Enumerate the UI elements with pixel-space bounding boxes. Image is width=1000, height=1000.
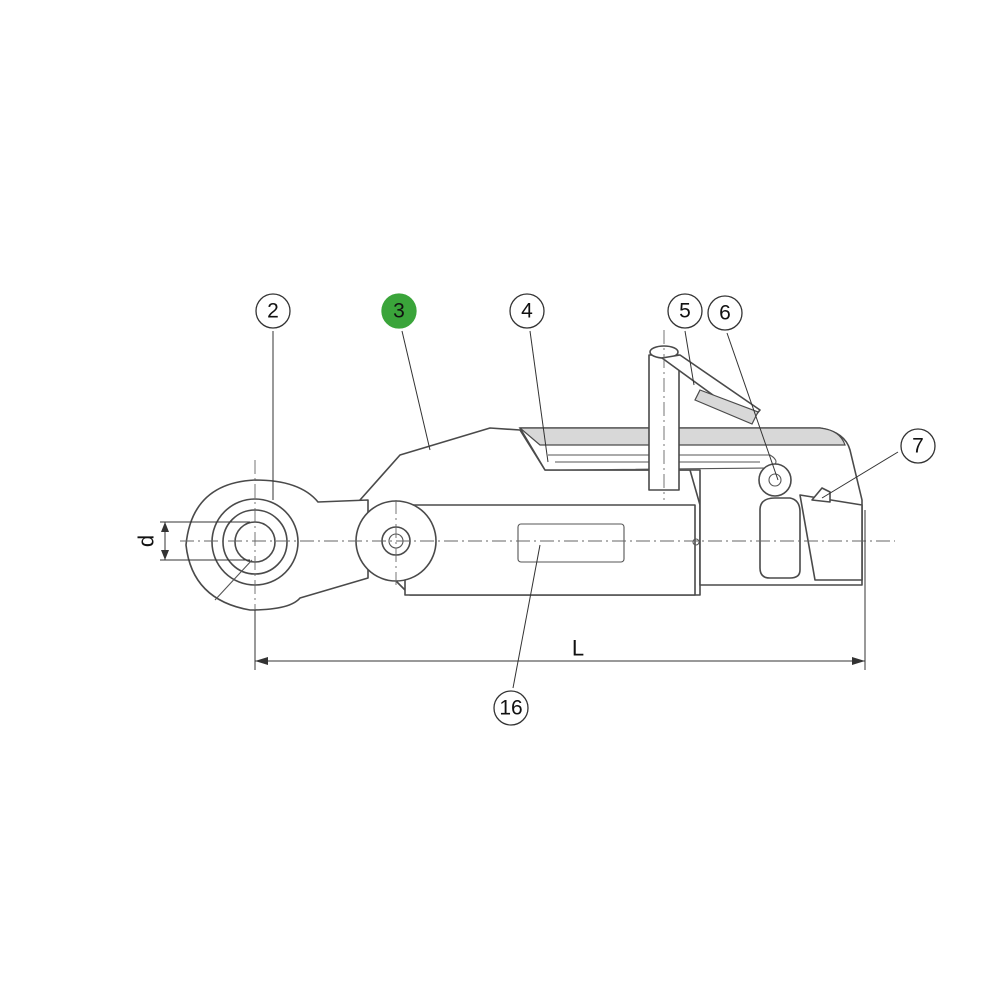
- callout-6-label: 6: [719, 302, 731, 325]
- callout-2-label: 2: [267, 300, 279, 323]
- top-link-body: [359, 427, 701, 596]
- callout-5[interactable]: 5: [667, 293, 703, 329]
- callout-3[interactable]: 3: [381, 293, 417, 329]
- latch-block: [759, 497, 801, 579]
- ball-end-link: [185, 479, 369, 611]
- leader-4: [529, 330, 549, 463]
- callout-7-label: 7: [912, 435, 924, 458]
- label-plate: [517, 523, 625, 563]
- callout-2[interactable]: 2: [255, 293, 291, 329]
- lever-post: [648, 354, 680, 491]
- leader-6: [726, 332, 779, 481]
- callout-16-label: 16: [499, 697, 522, 720]
- callout-7[interactable]: 7: [900, 428, 936, 464]
- hook-housing: [518, 427, 863, 586]
- callout-4[interactable]: 4: [509, 293, 545, 329]
- diameter-label: d: [134, 535, 159, 547]
- length-label: L: [572, 636, 584, 661]
- callout-16[interactable]: 16: [493, 690, 529, 726]
- callout-6[interactable]: 6: [707, 295, 743, 331]
- leader-16: [512, 544, 541, 689]
- grease-dot: [692, 538, 700, 546]
- leader-7: [821, 451, 899, 499]
- release-lever: [648, 345, 761, 491]
- leader-3: [401, 330, 431, 451]
- callout-5-label: 5: [679, 300, 691, 323]
- grease-nipple: [811, 487, 831, 503]
- leader-5: [684, 330, 695, 386]
- diameter-dimension: d: [134, 521, 250, 561]
- callout-4-label: 4: [521, 300, 533, 323]
- callout-3-label: 3: [393, 300, 405, 323]
- leader-lines: [272, 330, 899, 689]
- pivot-pin: [758, 463, 792, 497]
- length-dimension: L: [254, 510, 866, 670]
